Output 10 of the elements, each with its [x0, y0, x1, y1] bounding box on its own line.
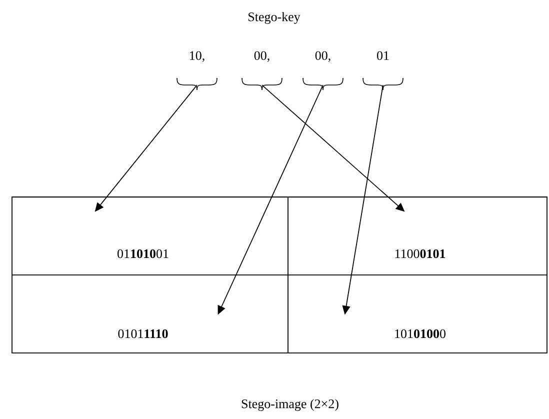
key-bits: 00,	[242, 51, 282, 90]
cell-value: 01101001	[118, 249, 168, 258]
key-bits: 00,	[302, 51, 344, 90]
key-bits: 01	[362, 51, 404, 90]
cell-value: 01011110	[118, 329, 168, 338]
key-bits: 10,	[176, 51, 218, 90]
cell-value: 10101000	[395, 329, 446, 338]
caption: Stego-image (2×2)	[242, 399, 338, 411]
cell-value: 11000101	[395, 249, 446, 258]
title: Stego-key	[248, 12, 300, 24]
